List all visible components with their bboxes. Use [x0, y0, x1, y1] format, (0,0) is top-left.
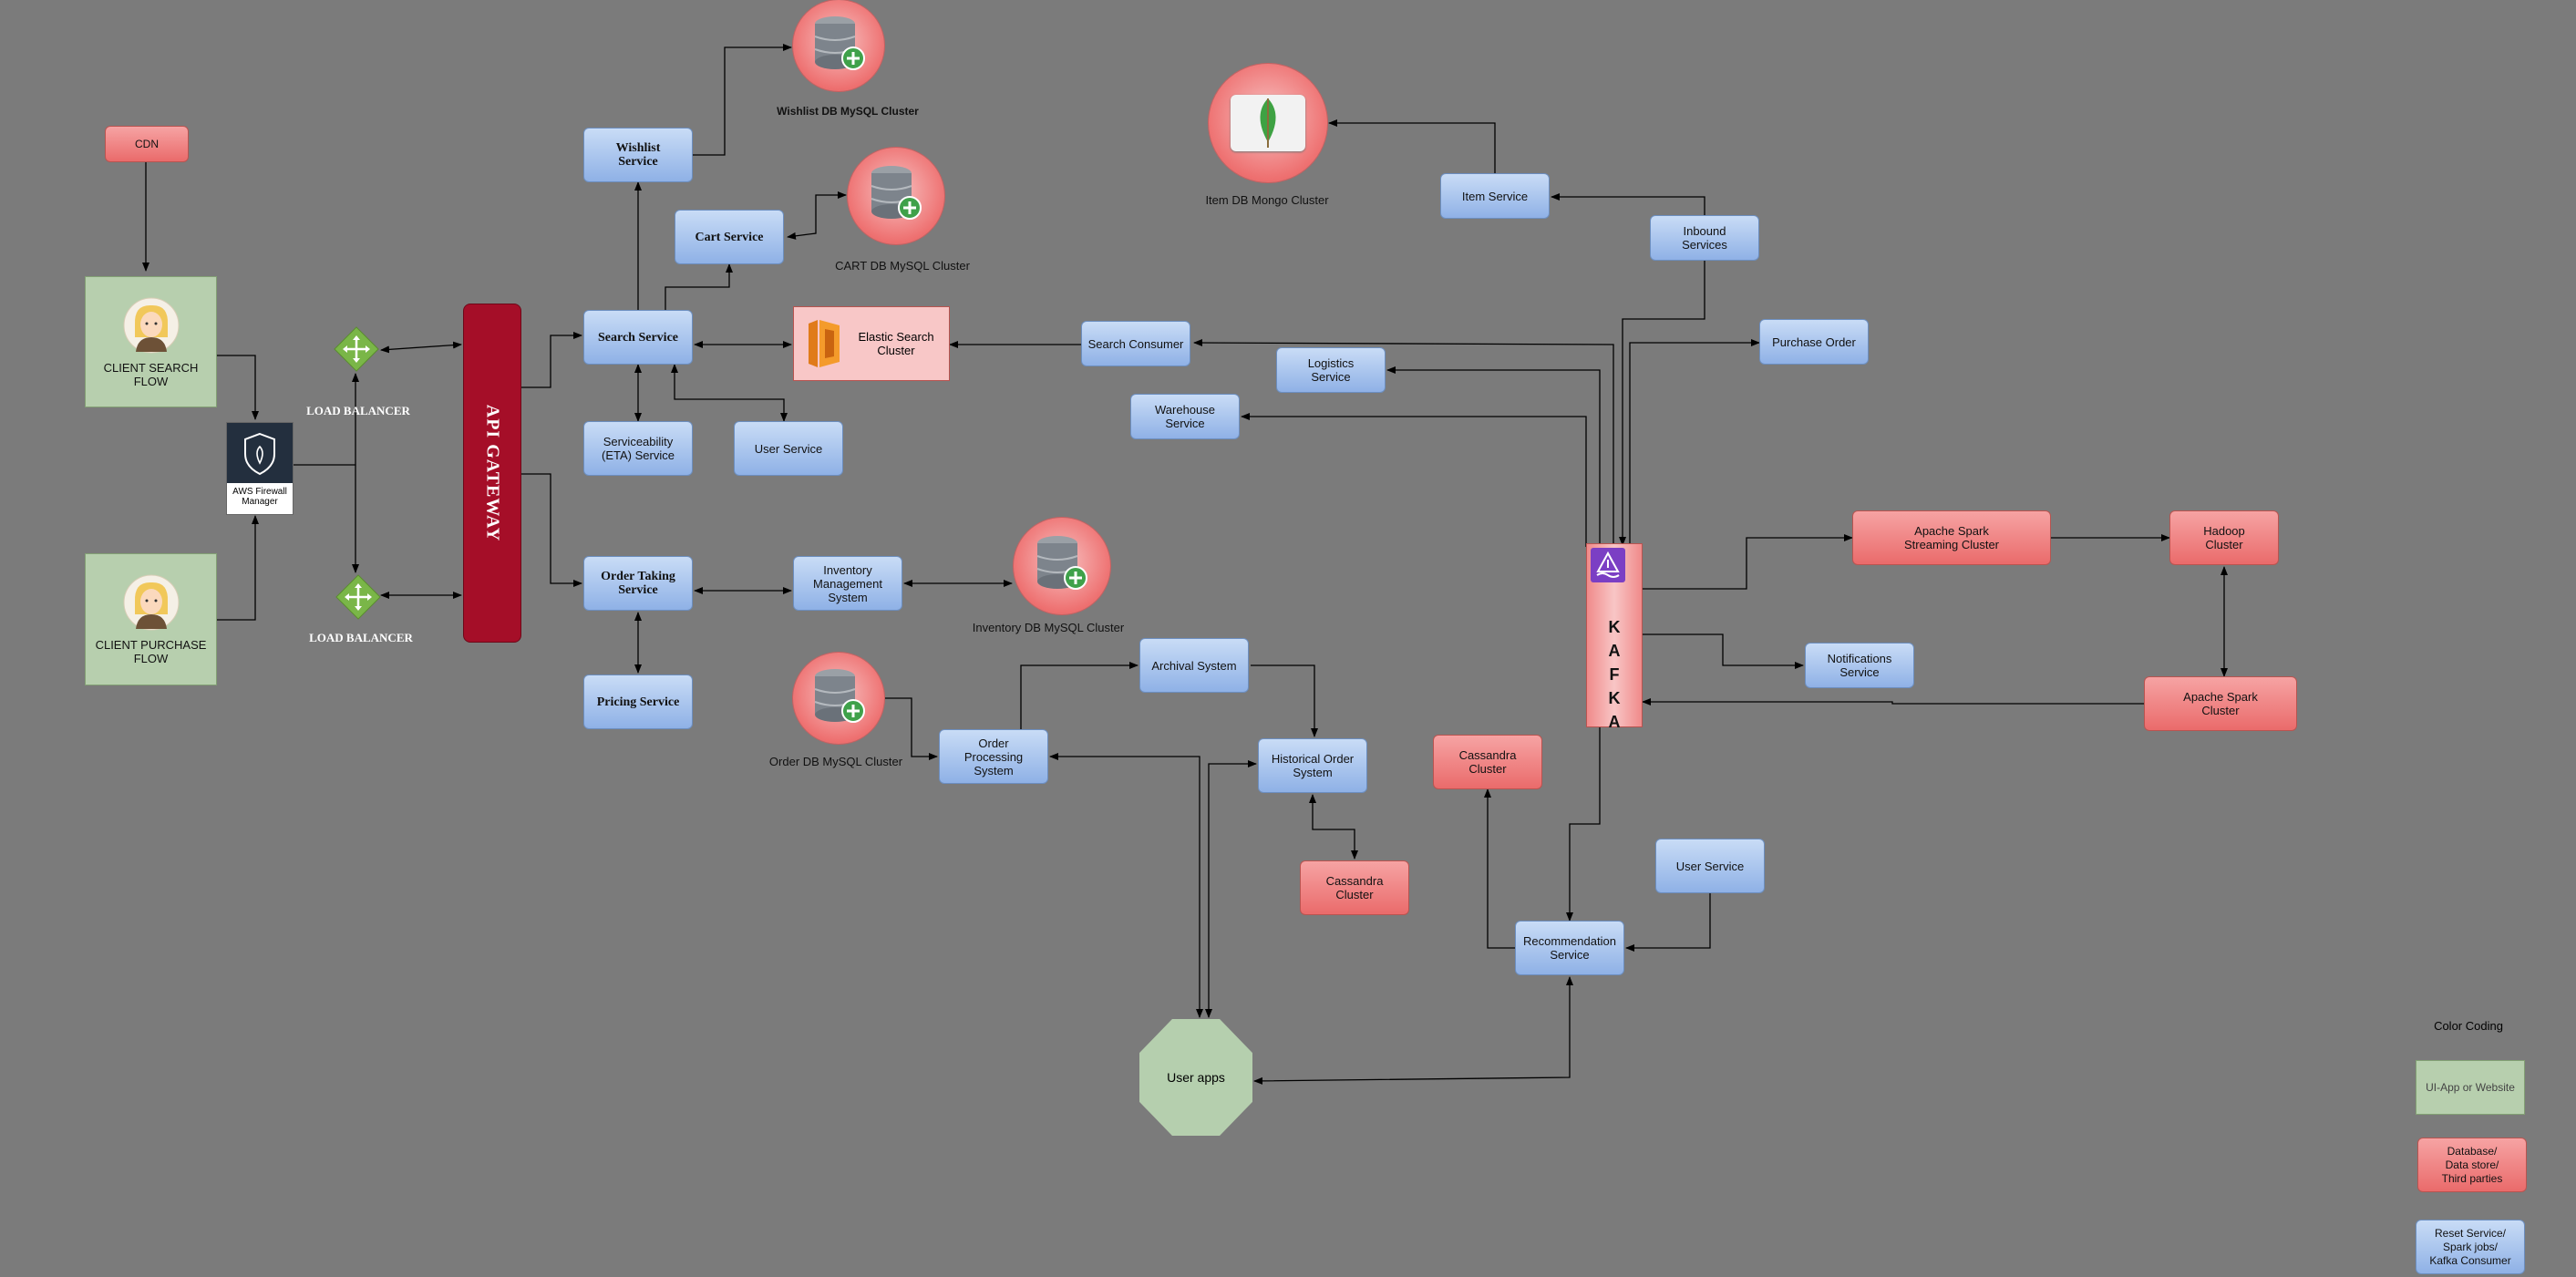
kafka-label: K A F K A [1608, 618, 1621, 731]
kafka-cluster[interactable]: K A F K A [1586, 543, 1643, 731]
item-db-mongo-cluster[interactable] [1209, 64, 1327, 182]
edge-orderdb-processing [884, 697, 938, 760]
edge-inbound-kafka [1619, 261, 1705, 546]
recommendation-service[interactable]: Recommendation Service [1515, 921, 1624, 975]
elastic-search-label: Elastic Search Cluster [858, 330, 934, 357]
edge-cart-db [787, 191, 847, 240]
edge-clientpurchase-firewall [217, 515, 259, 621]
client-search-label: CLIENT SEARCH FLOW [103, 361, 199, 388]
apache-spark-streaming-cluster[interactable]: Apache Spark Streaming Cluster [1852, 510, 2051, 565]
edge-historical-userapps [1205, 760, 1257, 1018]
purchase-order[interactable]: Purchase Order [1759, 319, 1869, 365]
hadoop-cluster[interactable]: Hadoop Cluster [2169, 510, 2279, 565]
user-apps[interactable]: User apps [1139, 1019, 1252, 1136]
edge-wishlist-db [693, 44, 792, 156]
inventory-management-system[interactable]: Inventory Management System [793, 556, 902, 611]
edge-kafka-notifications [1641, 633, 1804, 669]
warehouse-service[interactable]: Warehouse Service [1130, 394, 1240, 439]
database-plus-icon [814, 16, 865, 70]
logistics-service[interactable]: Logistics Service [1276, 347, 1386, 393]
search-consumer[interactable]: Search Consumer [1081, 321, 1190, 366]
inventory-db-cluster[interactable] [1014, 518, 1110, 614]
item-service[interactable]: Item Service [1440, 173, 1550, 219]
edge-processing-archival [1020, 662, 1139, 729]
cdn-node[interactable]: CDN [105, 126, 189, 162]
cart-db-cluster[interactable] [848, 148, 944, 244]
edge-reco-cassandra [1484, 788, 1515, 949]
archival-system[interactable]: Archival System [1139, 638, 1249, 693]
edge-kafka-logistics [1386, 366, 1601, 543]
aws-firewall-manager[interactable]: AWS Firewall Manager [226, 422, 294, 515]
kafka-icon [1596, 551, 1620, 578]
wishlist-db-label: Wishlist DB MySQL Cluster [777, 105, 919, 118]
search-service[interactable]: Search Service [583, 310, 693, 365]
api-gateway[interactable]: API GATEWAY [463, 304, 521, 643]
legend-svc: Reset Service/ Spark jobs/ Kafka Consume… [2416, 1220, 2525, 1274]
wishlist-service[interactable]: Wishlist Service [583, 128, 693, 182]
inventory-db-label: Inventory DB MySQL Cluster [972, 621, 1125, 634]
inbound-services[interactable]: Inbound Services [1650, 215, 1759, 261]
order-processing-system[interactable]: Order Processing System [939, 729, 1048, 784]
order-taking-service[interactable]: Order Taking Service [583, 556, 693, 611]
edge-user-reco [1625, 893, 1711, 952]
edge-clientsearch-firewall [217, 355, 259, 420]
edge-search-user [671, 364, 788, 422]
user-avatar-icon [123, 574, 179, 631]
edge-historical-cassandra [1309, 794, 1358, 860]
notifications-service[interactable]: Notifications Service [1805, 643, 1914, 688]
load-balancer-bottom-label: LOAD BALANCER [309, 631, 413, 644]
database-plus-icon [871, 166, 922, 220]
legend-ui: UI-App or Website [2416, 1060, 2525, 1115]
firewall-label: AWS Firewall Manager [232, 487, 287, 507]
edge-kafka-warehouse [1241, 413, 1587, 547]
mongodb-leaf-icon [1260, 98, 1276, 148]
edge-inbound-item [1551, 193, 1705, 215]
cart-db-label: CART DB MySQL Cluster [835, 259, 970, 273]
edge-api-order [520, 473, 582, 587]
database-plus-icon [1036, 536, 1087, 590]
item-db-label: Item DB Mongo Cluster [1205, 193, 1329, 207]
load-balancer-top-label: LOAD BALANCER [306, 404, 410, 417]
edge-lb-api-top [380, 341, 462, 354]
legend-title: Color Coding [2434, 1019, 2503, 1033]
edge-item-mongo [1328, 119, 1496, 173]
cassandra-cluster-historical[interactable]: Cassandra Cluster [1300, 860, 1409, 915]
serviceability-service[interactable]: Serviceability (ETA) Service [583, 421, 693, 476]
edge-api-search [520, 332, 582, 388]
apache-spark-cluster[interactable]: Apache Spark Cluster [2144, 676, 2297, 731]
edge-processing-userapps [1049, 753, 1203, 1018]
edge-spark-kafka [1642, 698, 2144, 705]
edge-archival-historical [1251, 664, 1318, 737]
load-balancer-icon[interactable] [335, 574, 381, 620]
user-service-reco[interactable]: User Service [1655, 839, 1765, 893]
user-avatar-icon [123, 297, 179, 354]
pricing-service[interactable]: Pricing Service [583, 675, 693, 729]
edge-kafka-purchaseorder [1629, 339, 1760, 545]
cassandra-cluster-reco[interactable]: Cassandra Cluster [1433, 735, 1542, 789]
client-purchase-label: CLIENT PURCHASE FLOW [95, 638, 207, 665]
order-db-cluster[interactable] [793, 653, 884, 744]
wishlist-db-cluster[interactable] [793, 0, 884, 91]
legend-db: Database/ Data store/ Third parties [2417, 1138, 2527, 1192]
edge-reco-userapps [1253, 976, 1573, 1085]
edge-search-cart [665, 263, 733, 310]
cart-service[interactable]: Cart Service [675, 210, 784, 264]
edge-kafka-searchconsumer [1193, 339, 1614, 543]
historical-order-system[interactable]: Historical Order System [1258, 738, 1367, 793]
database-plus-icon [814, 669, 865, 723]
load-balancer-icon[interactable] [334, 326, 379, 372]
elastic-search-cluster[interactable]: Elastic Search Cluster [793, 306, 950, 381]
api-gateway-label: API GATEWAY [482, 404, 503, 542]
firewall-icon [244, 432, 275, 476]
user-service-search[interactable]: User Service [734, 421, 843, 476]
elasticsearch-icon [809, 320, 840, 367]
edge-kafka-sparkstreaming [1641, 534, 1853, 590]
client-search-flow[interactable]: CLIENT SEARCH FLOW [85, 276, 217, 407]
client-purchase-flow[interactable]: CLIENT PURCHASE FLOW [85, 553, 217, 685]
edge-kafka-reco [1566, 726, 1601, 922]
order-db-label: Order DB MySQL Cluster [768, 755, 903, 768]
